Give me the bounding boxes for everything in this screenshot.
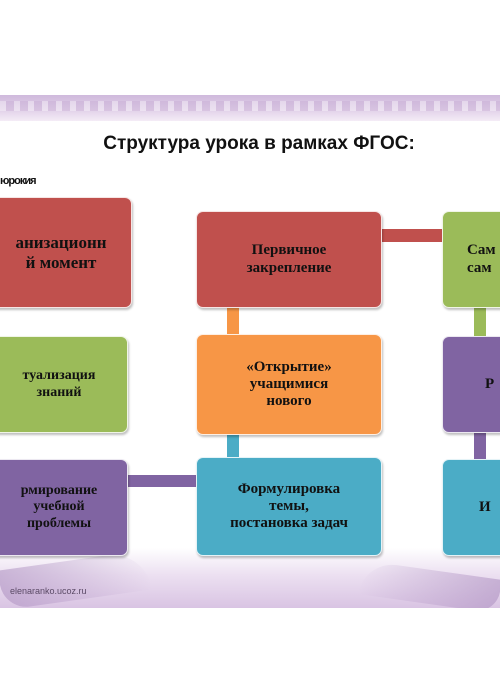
box-result: И	[442, 459, 500, 556]
box-reflection-text: Р	[485, 375, 495, 392]
box-self-check-text: Сам сам	[467, 242, 496, 276]
slide: Структура урока в рамках ФГОС: юрокия ан…	[0, 95, 500, 608]
box-topic-formulation-text: Формулировка темы, постановка задач	[230, 480, 348, 532]
feather-decoration-left	[0, 549, 153, 608]
box-problem-formation-text: рмирование учебной проблемы	[20, 483, 98, 531]
box-primary-consolidation-text: Первичное закрепление	[246, 242, 332, 276]
connector-discovery-primary	[227, 308, 239, 334]
box-knowledge-actualization: туализация знаний	[0, 336, 128, 433]
box-topic-formulation: Формулировка темы, постановка задач	[196, 457, 382, 556]
slide-title: Структура урока в рамках ФГОС:	[103, 133, 415, 154]
box-discovery-new-text: «Открытие» учащимися нового	[246, 358, 332, 410]
box-primary-consolidation: Первичное закрепление	[196, 211, 382, 308]
feather-decoration-right	[358, 560, 500, 608]
connector-formulation-discovery	[227, 435, 239, 457]
connector-primary-self	[380, 229, 444, 242]
box-knowledge-actualization-text: туализация знаний	[22, 368, 96, 400]
decorative-frame-bottom	[0, 548, 500, 608]
box-discovery-new: «Открытие» учащимися нового	[196, 334, 382, 435]
corner-label: юрокия	[0, 175, 37, 187]
box-reflection: Р	[442, 336, 500, 433]
connector-reflection-result	[474, 433, 486, 459]
box-problem-formation: рмирование учебной проблемы	[0, 459, 128, 556]
box-organizational-moment: анизационн й момент	[0, 197, 132, 308]
watermark: elenaranko.ucoz.ru	[10, 586, 87, 596]
box-self-check: Сам сам	[442, 211, 500, 308]
box-organizational-moment-text: анизационн й момент	[15, 232, 107, 272]
connector-problem-formulation	[124, 475, 198, 487]
box-result-text: И	[479, 498, 491, 515]
connector-self-reflection	[474, 308, 486, 336]
decorative-frame-top	[0, 95, 500, 121]
